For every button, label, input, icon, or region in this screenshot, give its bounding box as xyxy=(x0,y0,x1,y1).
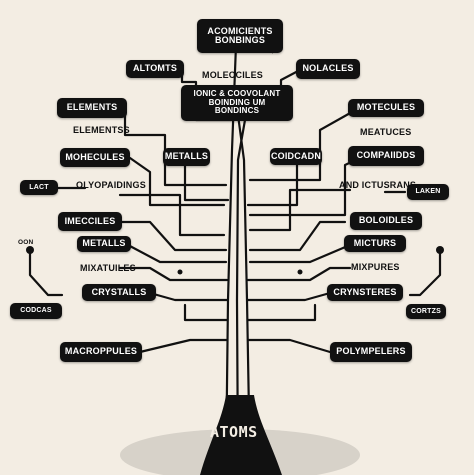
label-oon: OON xyxy=(18,239,34,246)
branch-mixatulles xyxy=(118,266,229,282)
diagram-title: ATOMS xyxy=(210,423,258,441)
box-polympelers: POLYMPELERS xyxy=(330,342,412,362)
tree-branches xyxy=(28,43,442,472)
box-codcas: CODCAS xyxy=(10,303,62,319)
box-crystalls: CRYSTALLS xyxy=(82,284,156,301)
box-coidcadn: COIDCADN xyxy=(270,148,322,165)
branch-macro xyxy=(138,338,229,354)
branch-right-cortzs xyxy=(408,248,442,297)
label-mixpures: MIXPURES xyxy=(351,262,400,272)
branch-imeccilles xyxy=(116,220,228,252)
branch-boloidles xyxy=(248,220,347,252)
box-micturs: MICTURS xyxy=(344,235,406,252)
branch-poly xyxy=(246,338,332,354)
box-boloidles: BOLOIDLES xyxy=(350,212,422,230)
tree-base xyxy=(120,395,360,475)
label-mixatulles: MIXATUILES xyxy=(80,263,136,273)
branch-motecules xyxy=(248,110,354,182)
branch-coidcadn xyxy=(246,163,299,207)
box-imeccilles: IMECCILES xyxy=(58,212,122,231)
box-compaiidds: COMPAIIDDS xyxy=(348,146,424,166)
branch-extra-right xyxy=(246,303,317,322)
label-molecciles: MOLECCILES xyxy=(202,70,264,80)
label-and-ictusrans: AND ICTUSRANS xyxy=(339,180,417,190)
box-elements: ELEMENTS xyxy=(57,98,127,118)
box-motecules: MOTECULES xyxy=(348,99,424,117)
terminal-left xyxy=(26,246,34,254)
branch-metalls-mid xyxy=(126,243,228,264)
terminal-mid-left xyxy=(177,269,183,275)
label-elementss: ELEMENTSS xyxy=(73,125,130,135)
branch-crynsteres xyxy=(246,291,332,302)
box-altomts: ALTOMTS xyxy=(126,60,184,78)
branch-extra-left xyxy=(183,303,229,322)
branch-crystalls xyxy=(148,291,229,302)
label-meatuces: MEATUCES xyxy=(360,127,412,137)
branch-mohecules xyxy=(128,156,226,207)
box-cortzs: CORTZS xyxy=(406,304,446,319)
box-lact: LACT xyxy=(20,180,58,195)
branch-micturs xyxy=(248,243,352,264)
branch-terminals xyxy=(26,246,444,275)
label-olyopaidings: OLYOPAIDINGS xyxy=(76,180,146,190)
box-macroppules: MACROPPULES xyxy=(60,342,142,362)
terminal-mid-right xyxy=(297,269,303,275)
trunk-base xyxy=(200,395,282,475)
box-metalls-top: METALLS xyxy=(163,148,210,166)
branch-mixpures xyxy=(246,266,352,282)
branch-metalls xyxy=(183,158,230,202)
label-arrow: → xyxy=(267,47,276,56)
branch-olyo xyxy=(118,193,226,237)
trunk-line-c xyxy=(234,98,252,472)
terminal-right xyxy=(436,246,444,254)
box-nolacles: NOLACLES xyxy=(296,59,360,79)
box-laken: LAKEN xyxy=(407,184,449,200)
box-mohecules: MOHECULES xyxy=(60,148,130,167)
box-crynsteres: CRYNSTERES xyxy=(327,284,403,301)
branch-and xyxy=(248,188,352,232)
branch-left-oon xyxy=(28,248,64,297)
box-metalls-mid: METALLS xyxy=(77,236,131,252)
